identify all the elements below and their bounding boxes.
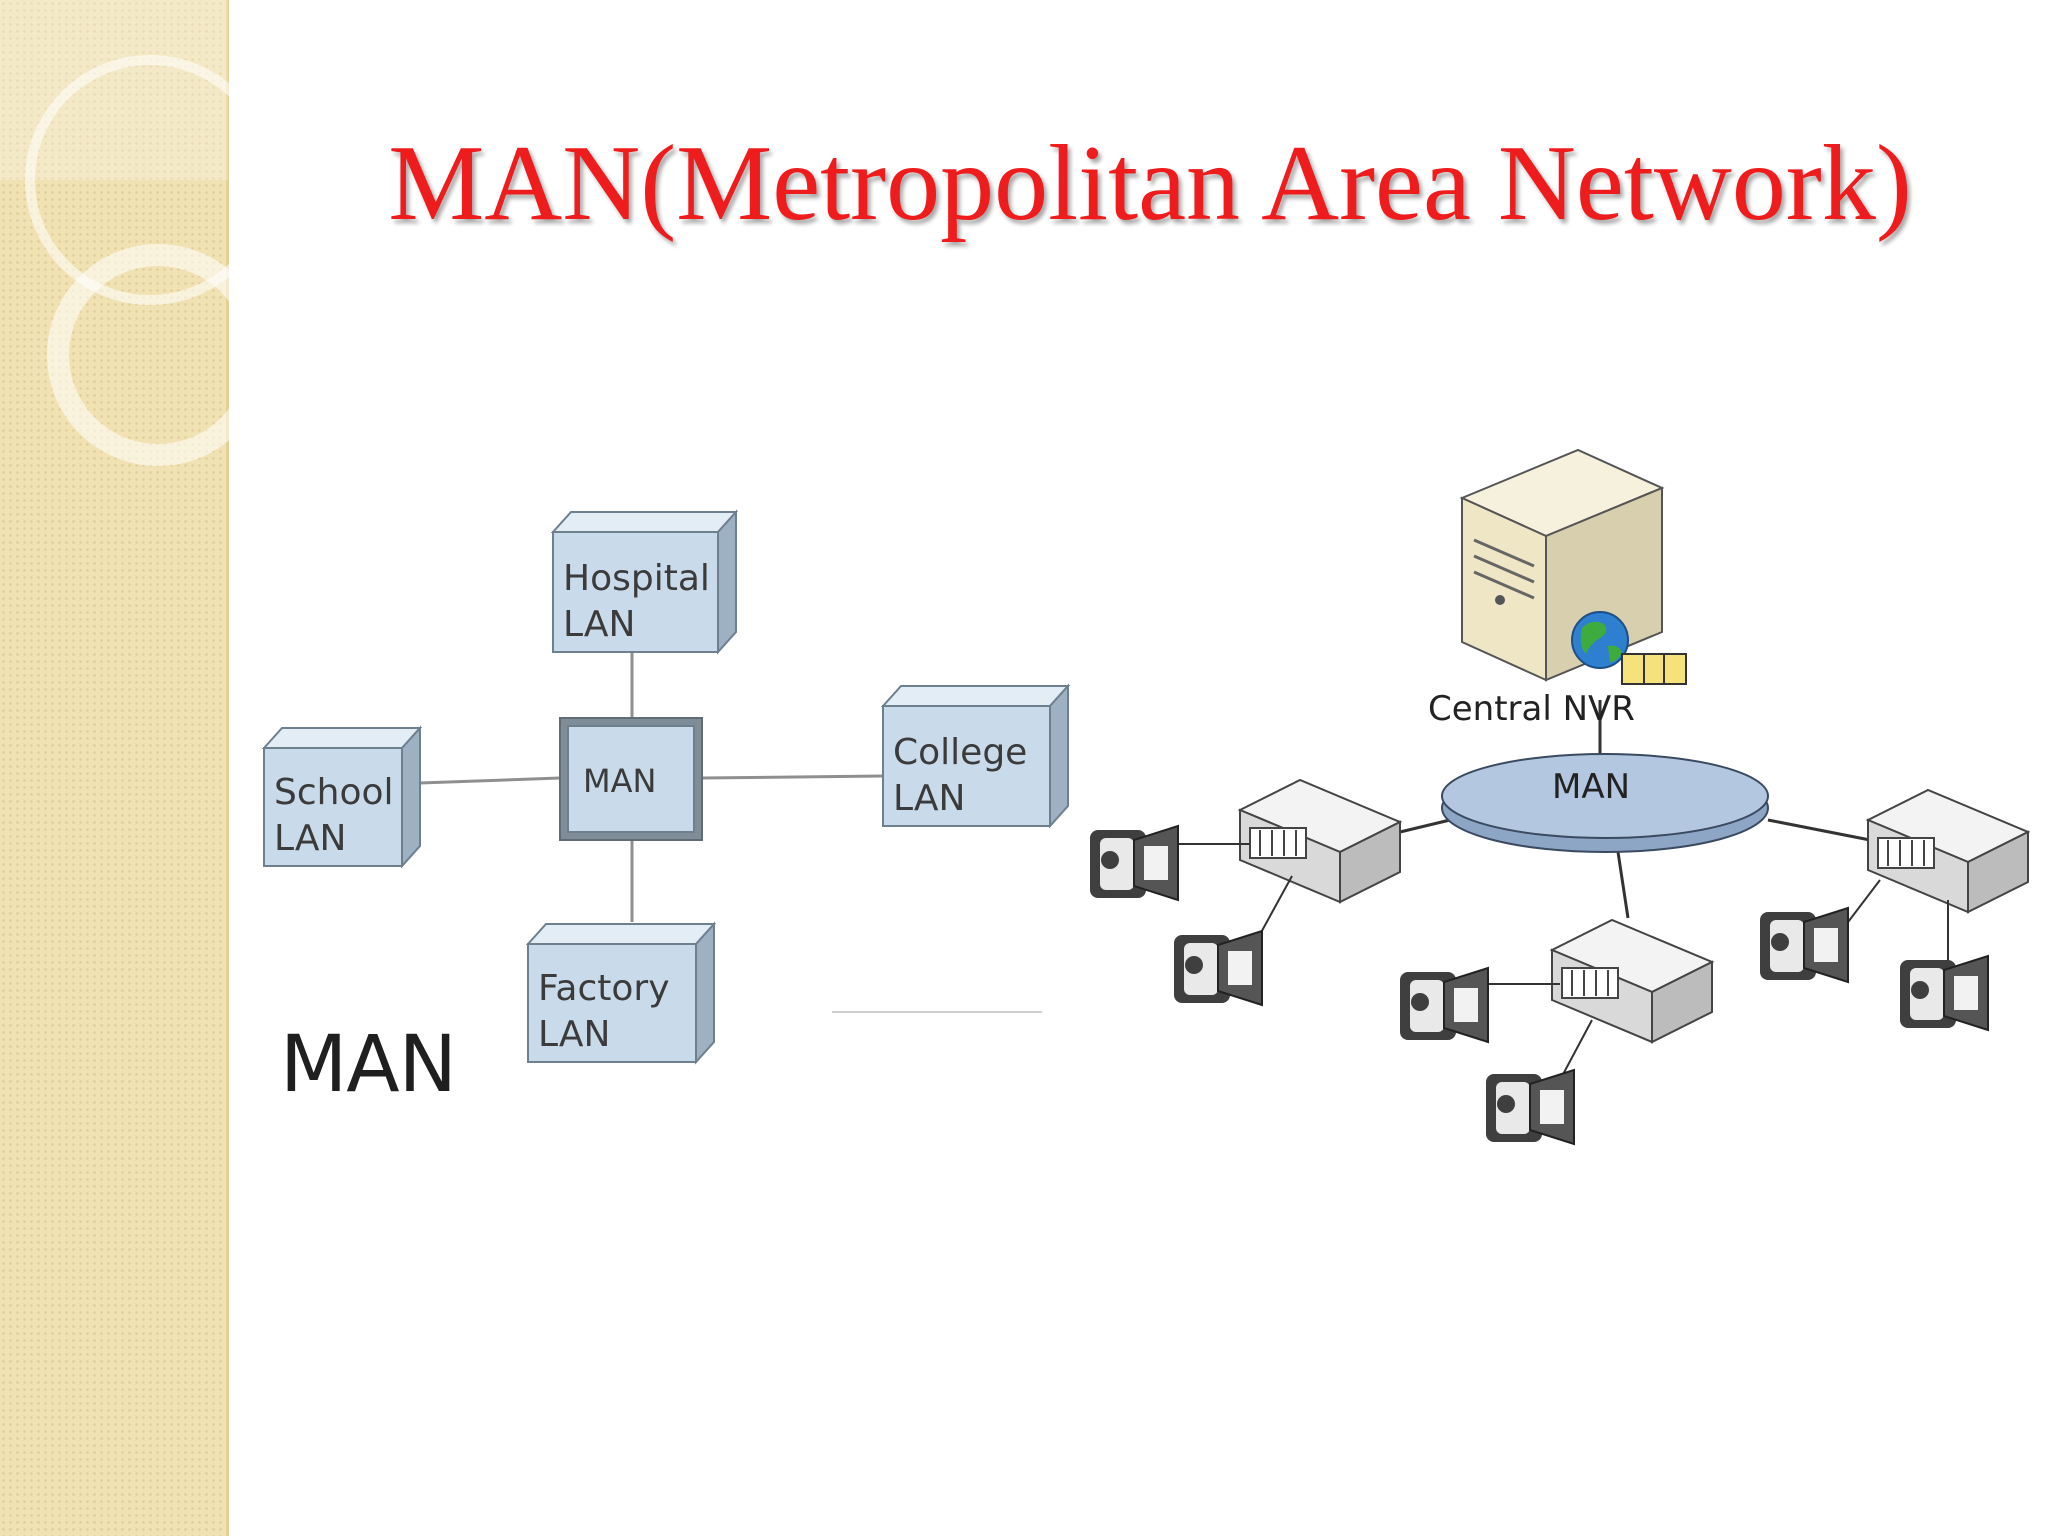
camera-icon [1900, 954, 1989, 1032]
right-nvr-diagram: Central NVR MAN [1090, 448, 2031, 1146]
deco-ring-small [47, 244, 240, 466]
factory-label-line1: Factory [538, 968, 670, 1009]
link-school [419, 776, 561, 785]
central-nvr-label: Central NVR [1428, 689, 1635, 729]
man-caption: MAN [280, 1020, 457, 1110]
ring-man-label: MAN [1552, 767, 1630, 807]
college-label-line2: LAN [893, 778, 965, 819]
camera-icon [1486, 1068, 1575, 1146]
left-man-diagram: Hospital LAN School LAN MAN [261, 509, 1071, 1065]
camera-icon [1090, 824, 1179, 902]
hospital-label-line1: Hospital [563, 558, 710, 599]
hospital-label-line2: LAN [563, 604, 635, 645]
man-hub-label: MAN [583, 762, 656, 800]
man-ring: MAN [1441, 753, 1769, 853]
video-folder-icon [1621, 653, 1687, 685]
hospital-lan-box: Hospital LAN [550, 509, 739, 655]
deco-ring-large [25, 55, 240, 305]
slide-title: MAN(Metropolitan Area Network) [388, 124, 1912, 243]
link-ring-bottom [1616, 851, 1630, 919]
link-ring-right [1767, 818, 1871, 842]
school-label-line2: LAN [274, 818, 346, 859]
globe-icon [1571, 611, 1629, 669]
college-lan-box: College LAN [880, 683, 1071, 829]
sidebar-border [226, 0, 229, 1536]
school-label-line1: School [274, 772, 394, 813]
factory-label-line2: LAN [538, 1014, 610, 1055]
school-lan-box: School LAN [261, 725, 423, 869]
central-nvr-server: Central NVR [1428, 448, 1687, 729]
camera-icon [1400, 966, 1489, 1044]
camera-icon [1760, 906, 1849, 984]
deco-highlight [0, 0, 228, 180]
camera-icon [1174, 929, 1263, 1007]
switch-right [1865, 788, 2031, 914]
factory-lan-box: Factory LAN [525, 921, 717, 1065]
man-hub-box: MAN [559, 717, 703, 841]
link-ring-left [1399, 818, 1451, 834]
decorative-rings [0, 0, 240, 466]
switch-bottom [1549, 918, 1715, 1044]
link-college [701, 774, 884, 780]
switch-left [1237, 778, 1403, 904]
college-label-line1: College [893, 732, 1027, 773]
